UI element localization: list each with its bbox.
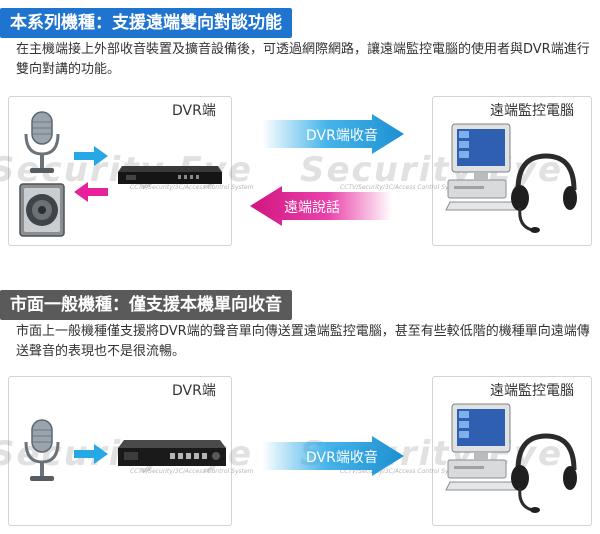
microphone-icon (24, 111, 60, 173)
watermark-subtext: CCTV/Security/3C/Access Control System (340, 184, 464, 191)
computer-icon (445, 123, 523, 211)
section2-title: 市面一般機種：僅支援本機單向收音 (0, 290, 292, 320)
watermark-subtext: CCTV/Security/3C/Access Control System (340, 468, 464, 475)
headset-icon (511, 153, 577, 233)
arrow-left-label: 遠端說話 (284, 200, 340, 216)
section1-dvr-label: DVR端 (172, 103, 216, 119)
section1-title: 本系列機種：支援遠端雙向對談功能 (0, 8, 292, 38)
arrow-right-label: DVR端收音 (306, 128, 378, 144)
section1-remote-label: 遠端監控電腦 (490, 103, 574, 119)
section2-description: 市面上一般機種僅支援將DVR端的聲音單向傳送置遠端監控電腦，甚至有些較低階的機種… (16, 324, 590, 359)
arrow-remote-speak-left (250, 186, 392, 226)
dvr-recorder-icon (118, 440, 226, 466)
mic-to-dvr-arrow (74, 146, 108, 166)
arrow-dvr-audio-right (262, 436, 404, 476)
watermark-subtext: CCTV/Security/3C/Access Control System (130, 184, 254, 191)
watermark-subtext: CCTV/Security/3C/Access Control System (130, 468, 254, 475)
section2-dvr-label: DVR端 (172, 383, 216, 399)
dvr-to-speaker-arrow (74, 182, 108, 202)
section2-remote-label: 遠端監控電腦 (490, 383, 574, 399)
arrow-dvr-audio-right (262, 114, 404, 154)
arrow-right-label: DVR端收音 (306, 450, 378, 466)
section1-description: 在主機端接上外部收音裝置及擴音設備後，可透過網際網路，讓遠端監控電腦的使用者與D… (16, 42, 590, 77)
computer-icon (445, 403, 523, 491)
mic-to-dvr-arrow (74, 444, 108, 464)
speaker-icon (19, 183, 65, 237)
microphone-icon (24, 419, 60, 481)
headset-icon (511, 433, 577, 513)
dvr-recorder-icon (118, 166, 222, 184)
